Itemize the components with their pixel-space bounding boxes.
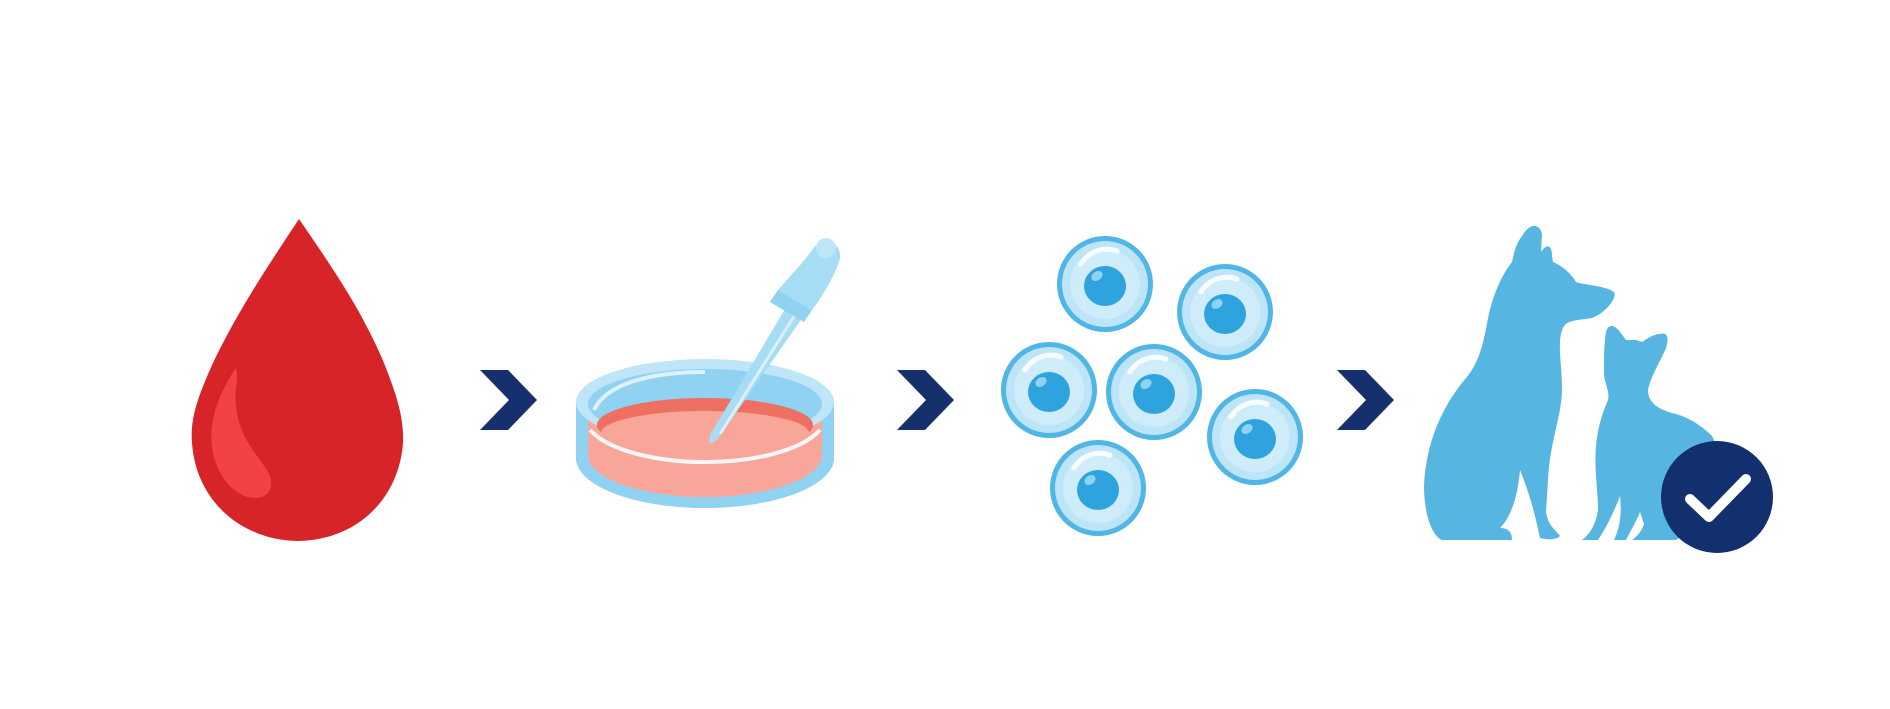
cell-icon (1106, 344, 1202, 440)
dog-and-cat-with-checkmark-icon (1424, 226, 1773, 553)
petri-dish-with-pipette-icon (576, 238, 841, 508)
cell-cluster-icon (1001, 236, 1303, 536)
cell-icon (1001, 342, 1097, 438)
cell-icon (1207, 389, 1303, 485)
pipette-icon (709, 238, 841, 444)
chevron-right-icon (1337, 370, 1394, 430)
cell-icon (1177, 264, 1273, 360)
cell-icon (1057, 236, 1153, 332)
chevron-right-icon (897, 370, 954, 430)
checkmark-icon (1685, 474, 1751, 522)
dog-silhouette (1424, 226, 1615, 540)
check-badge-icon (1661, 441, 1773, 553)
chevron-right-icon (480, 370, 537, 430)
cell-icon (1050, 440, 1146, 536)
blood-drop-icon (191, 219, 404, 541)
